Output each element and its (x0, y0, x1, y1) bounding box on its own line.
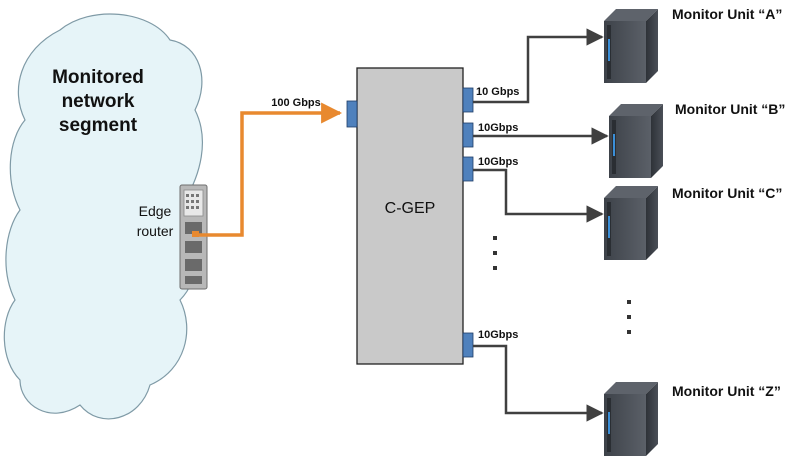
link-to-monitor-z (473, 344, 604, 422)
ellipsis-links (493, 236, 497, 270)
uplink-100g: 100 Gbps (199, 97, 343, 237)
link-label-c: 10Gbps (478, 156, 518, 168)
server-icon (609, 104, 663, 178)
router-module-3 (185, 259, 202, 271)
cgep-output-port-c (462, 156, 474, 182)
cloud-title-line-3: segment (59, 115, 138, 136)
uplink-line (199, 102, 343, 237)
link-to-monitor-a (473, 28, 604, 104)
cgep-box (356, 67, 464, 365)
cgep-output-port-z (462, 332, 474, 358)
link-label-z: 10Gbps (478, 329, 518, 341)
server-icon (604, 186, 658, 260)
output-links: 10 Gbps 10Gbps 10Gbps 10Gbps (473, 28, 609, 422)
monitor-label-b: Monitor Unit “B” (675, 101, 785, 117)
cgep-device: C-GEP (346, 67, 474, 365)
monitor-label-a: Monitor Unit “A” (672, 6, 782, 22)
monitor-label-c: Monitor Unit “C” (672, 185, 782, 201)
link-label-b: 10Gbps (478, 122, 518, 134)
cloud-title-line-1: Monitored (52, 67, 144, 88)
monitor-unit-a: Monitor Unit “A” (604, 6, 782, 83)
router-grid (186, 194, 199, 209)
monitor-label-z: Monitor Unit “Z” (672, 383, 781, 399)
ellipsis-monitors (627, 300, 631, 334)
monitor-unit-b: Monitor Unit “B” (609, 101, 785, 178)
cgep-label: C-GEP (385, 200, 436, 217)
cgep-input-port (346, 100, 358, 128)
router-uplink-port (192, 231, 199, 237)
router-module-4 (185, 276, 202, 284)
link-to-monitor-c (473, 168, 604, 223)
router-label-line-2: router (137, 223, 174, 239)
monitor-unit-c: Monitor Unit “C” (604, 185, 782, 260)
cgep-output-port-a (462, 87, 474, 113)
network-cloud: Monitored network segment (3, 13, 203, 420)
cloud-shape (3, 13, 203, 420)
uplink-label: 100 Gbps (271, 97, 321, 109)
cloud-title-line-2: network (62, 91, 135, 112)
server-icon (604, 382, 658, 456)
edge-router: Edge router (137, 184, 208, 290)
router-module-2 (185, 241, 202, 253)
cgep-output-port-b (462, 122, 474, 148)
router-label-line-1: Edge (139, 203, 172, 219)
link-label-a: 10 Gbps (476, 86, 519, 98)
monitor-unit-z: Monitor Unit “Z” (604, 382, 781, 456)
server-icon (604, 9, 658, 83)
